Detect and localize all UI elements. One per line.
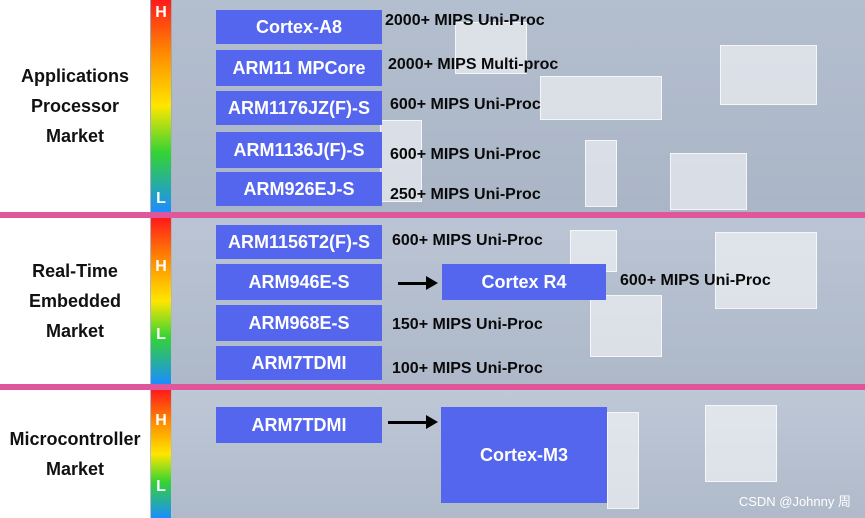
- device-photo-hand-device: [705, 405, 777, 482]
- core-arm1176jzfs: ARM1176JZ(F)-S: [216, 91, 382, 125]
- device-photo-meter: [607, 412, 639, 509]
- section-label-microcontroller-text: Microcontroller Market: [9, 429, 141, 479]
- core-arm7tdmi-mc: ARM7TDMI: [216, 407, 382, 443]
- core-arm1136jfs: ARM1136J(F)-S: [216, 132, 382, 168]
- perf-arm926ejs: 250+ MIPS Uni-Proc: [390, 186, 541, 203]
- core-arm7tdmi-rt: ARM7TDMI: [216, 346, 382, 380]
- perf-arm1136jfs: 600+ MIPS Uni-Proc: [390, 146, 541, 163]
- perf-cortex-r4: 600+ MIPS Uni-Proc: [620, 272, 771, 289]
- perf-arm1176jzfs: 600+ MIPS Uni-Proc: [390, 96, 541, 113]
- core-arm11-mpcore: ARM11 MPCore: [216, 50, 382, 86]
- low-marker: L: [156, 190, 166, 207]
- arrow-to-cortex-r4: [398, 276, 438, 290]
- device-photo-flip-phone: [585, 140, 617, 207]
- performance-gradient-bar-microcontroller: H L: [151, 390, 171, 518]
- section-label-applications: Applications Processor Market: [0, 0, 150, 212]
- device-photo-engine: [715, 232, 817, 309]
- perf-cortex-a8: 2000+ MIPS Uni-Proc: [385, 12, 545, 29]
- core-arm1156t2fs: ARM1156T2(F)-S: [216, 225, 382, 259]
- section-label-applications-text: Applications Processor Market: [20, 66, 129, 146]
- core-arm968es: ARM968E-S: [216, 305, 382, 341]
- perf-arm968es: 150+ MIPS Uni-Proc: [392, 316, 543, 333]
- core-arm926ejs: ARM926EJ-S: [216, 172, 382, 206]
- section-divider-2: [0, 384, 865, 390]
- section-label-realtime: Real-Time Embedded Market: [0, 218, 150, 384]
- core-arm946es: ARM946E-S: [216, 264, 382, 300]
- section-label-realtime-text: Real-Time Embedded Market: [28, 261, 121, 341]
- section-label-microcontroller: Microcontroller Market: [0, 390, 150, 518]
- low-marker: L: [156, 326, 166, 343]
- performance-gradient-bar-realtime: H L: [151, 218, 171, 384]
- device-photo-brake: [590, 295, 662, 357]
- perf-arm1156t2fs: 600+ MIPS Uni-Proc: [392, 232, 543, 249]
- device-photo-tv: [670, 153, 747, 210]
- core-cortex-m3: Cortex-M3: [441, 407, 607, 503]
- perf-arm11-mpcore: 2000+ MIPS Multi-proc: [388, 56, 559, 73]
- device-photo-monitor: [720, 45, 817, 105]
- perf-arm7tdmi-rt: 100+ MIPS Uni-Proc: [392, 360, 543, 377]
- high-marker: H: [155, 4, 167, 21]
- device-photo-dvd-player: [540, 76, 662, 120]
- core-cortex-a8: Cortex-A8: [216, 10, 382, 44]
- high-marker: H: [155, 258, 167, 275]
- device-photo-camera: [455, 22, 527, 74]
- watermark: CSDN @Johnny 周: [738, 494, 851, 509]
- core-cortex-r4: Cortex R4: [442, 264, 606, 300]
- performance-gradient-bar-applications: H L: [151, 0, 171, 212]
- arrow-to-cortex-m3: [388, 415, 438, 429]
- section-divider-1: [0, 212, 865, 218]
- low-marker: L: [156, 478, 166, 495]
- high-marker: H: [155, 412, 167, 429]
